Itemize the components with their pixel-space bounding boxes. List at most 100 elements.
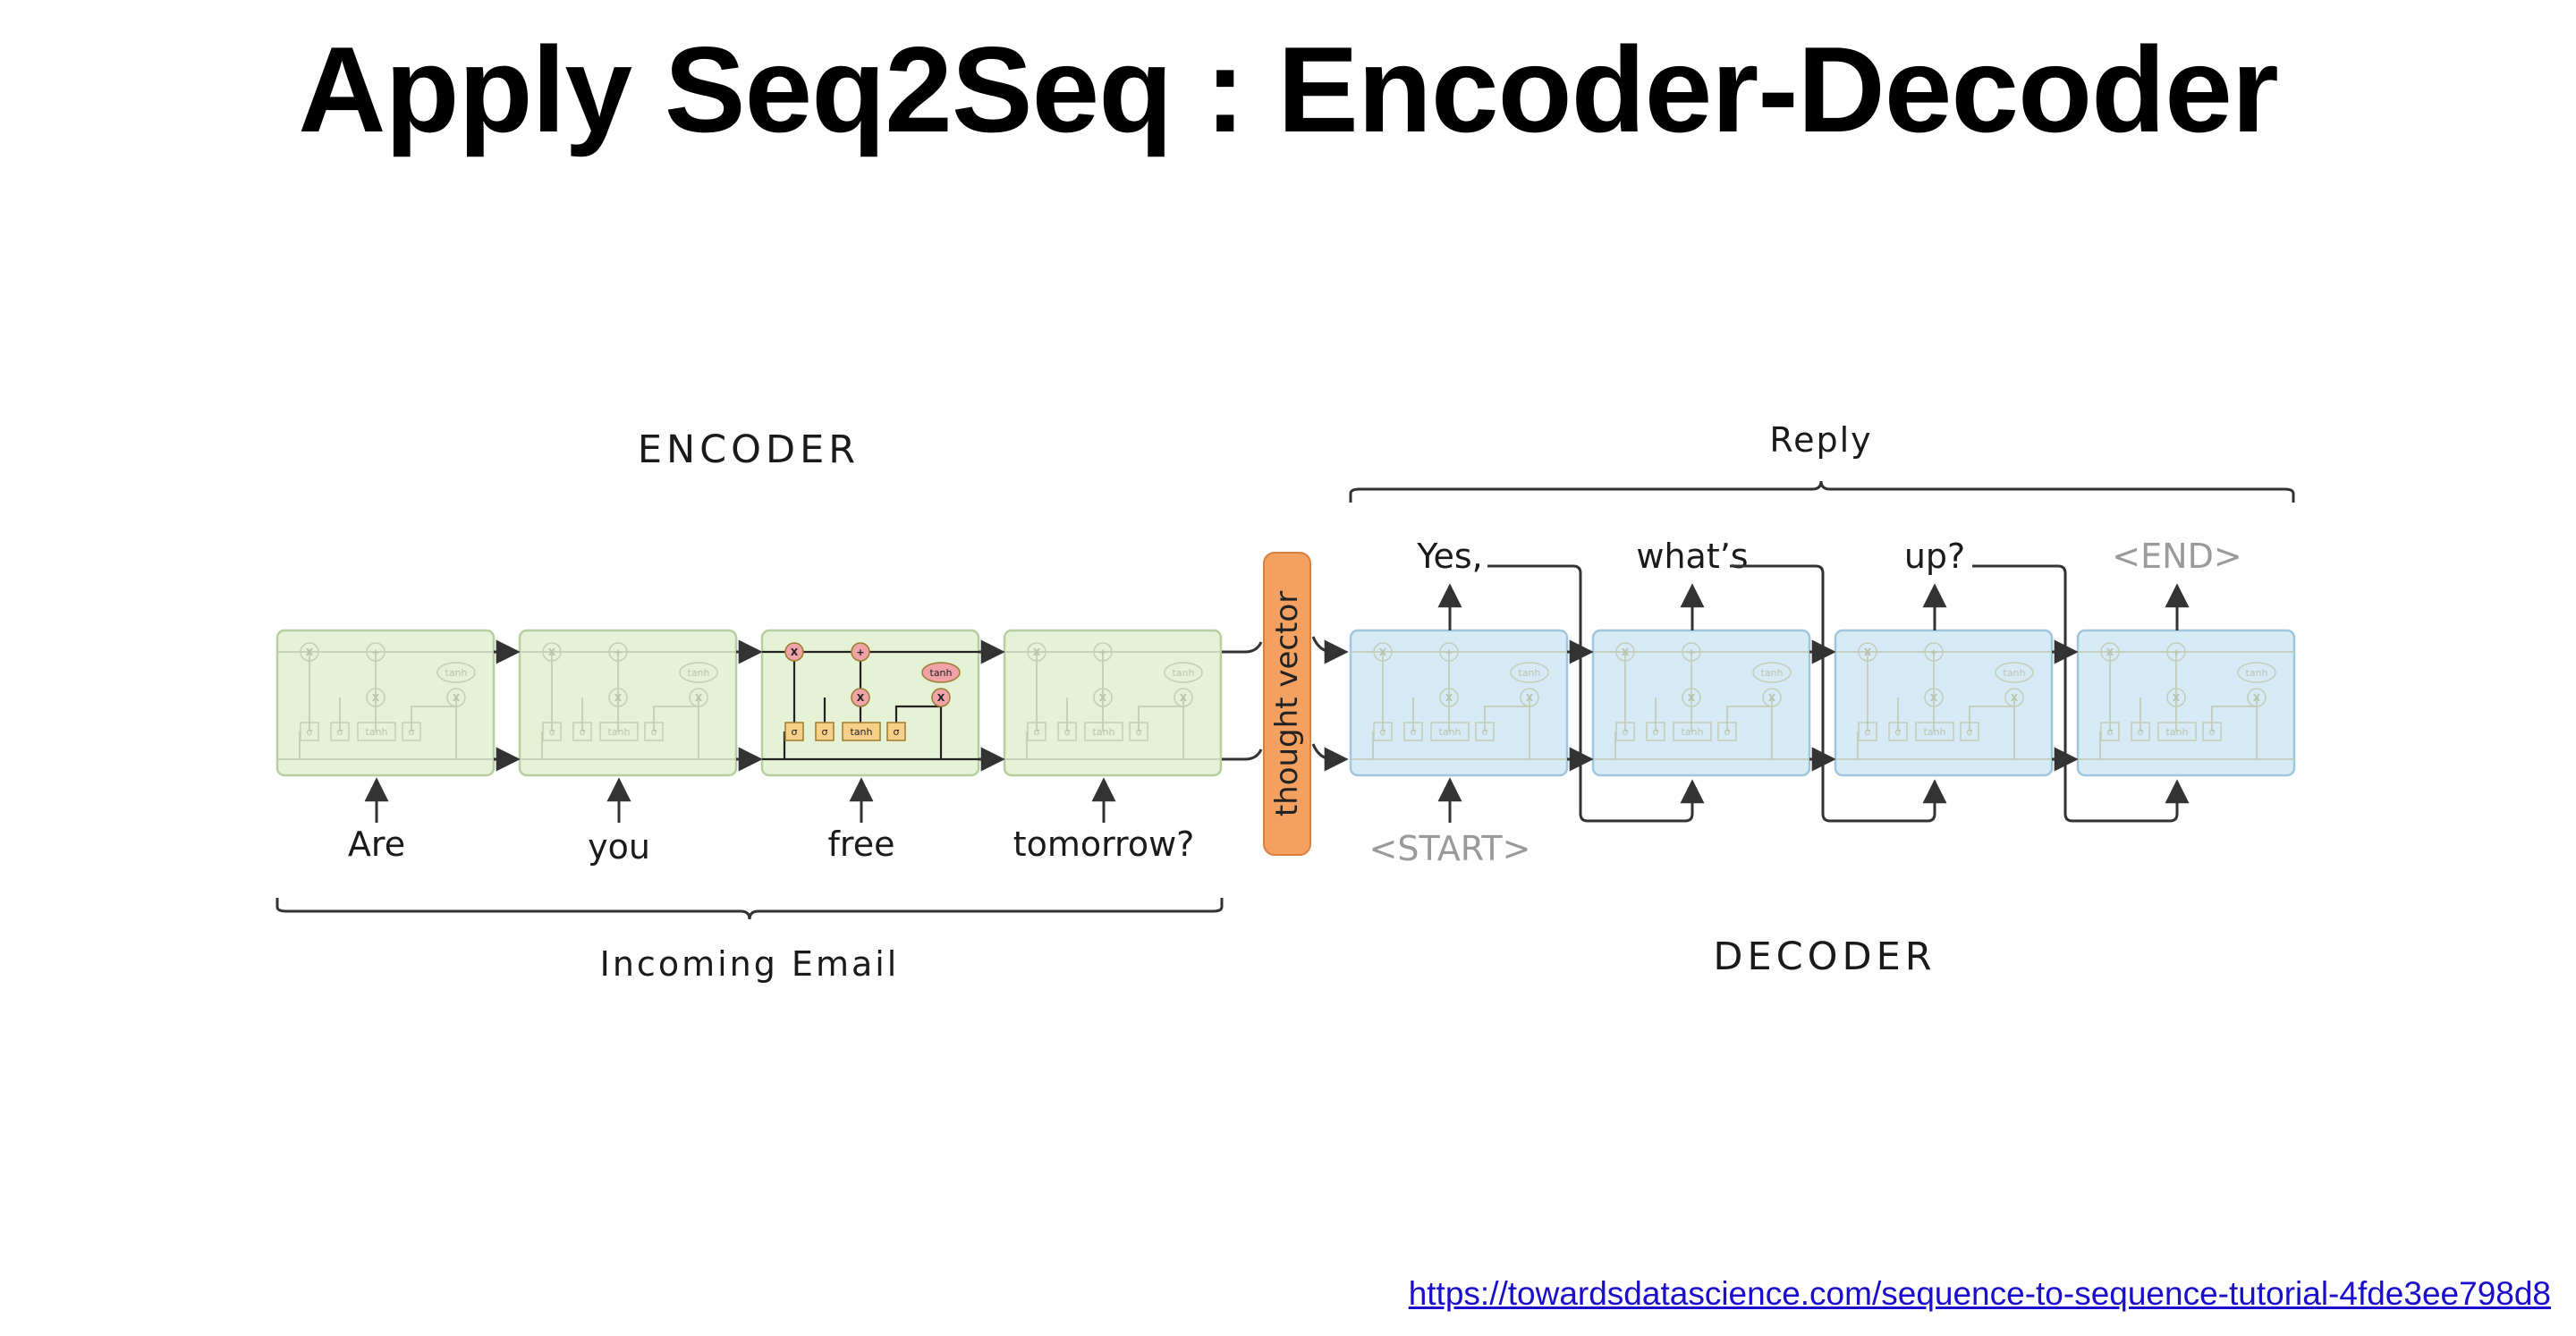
- output-gate-box: [1129, 722, 1148, 741]
- output-gate-label: σ: [1136, 726, 1142, 738]
- input-mult-op-circle: [851, 688, 870, 707]
- tanh-op-ellipse: [921, 662, 961, 683]
- tanh-op-label: tanh: [1519, 667, 1541, 679]
- forget-gate-label: σ: [1623, 726, 1629, 738]
- forget-gate-label: σ: [1034, 726, 1040, 738]
- forget-mult-op-label: X: [1864, 647, 1872, 658]
- tanh-op-label: tanh: [445, 667, 468, 679]
- input-gate-label: σ: [1411, 726, 1417, 738]
- output-mult-op-circle: [446, 688, 466, 707]
- input-gate-box: [1888, 722, 1908, 741]
- forget-mult-op-label: X: [1033, 647, 1041, 658]
- output-mult-op-circle: [931, 688, 951, 707]
- candidate-gate-label: tanh: [608, 726, 631, 738]
- input-mult-op-label: X: [1688, 692, 1696, 704]
- decoder-heading: DECODER: [1713, 934, 1936, 979]
- output-gate-box: [2202, 722, 2222, 741]
- add-op-label: +: [1929, 647, 1937, 658]
- output-mult-op-label: X: [1768, 692, 1776, 704]
- forget-gate-box: [1858, 722, 1877, 741]
- input-mult-op-circle: [1439, 688, 1459, 707]
- forget-gate-label: σ: [549, 726, 555, 738]
- output-gate-label: σ: [1482, 726, 1488, 738]
- decoder-output-word: <END>: [2112, 537, 2241, 576]
- decoder-output-word: what’s: [1636, 537, 1748, 576]
- forget-mult-op-label: X: [791, 647, 799, 658]
- add-op-circle: [1682, 642, 1701, 662]
- source-link[interactable]: https://towardsdatascience.com/sequence-…: [1408, 1275, 2551, 1312]
- input-gate-label: σ: [1064, 726, 1071, 738]
- output-mult-op-label: X: [1526, 692, 1534, 704]
- forget-gate-label: σ: [307, 726, 313, 738]
- forget-gate-box: [1027, 722, 1046, 741]
- input-gate-label: σ: [337, 726, 343, 738]
- forget-mult-op-circle: [300, 642, 319, 662]
- output-mult-op-label: X: [937, 692, 945, 704]
- tanh-op-label: tanh: [930, 667, 953, 679]
- add-op-label: +: [614, 647, 622, 658]
- output-gate-label: σ: [1724, 726, 1731, 738]
- tanh-op-label: tanh: [688, 667, 710, 679]
- candidate-gate-label: tanh: [1093, 726, 1115, 738]
- slide-title: Apply Seq2Seq : Encoder-Decoder: [298, 21, 2279, 157]
- encoder-to-thought-top: [1222, 641, 1263, 654]
- output-mult-op-label: X: [1180, 692, 1188, 704]
- encoder-to-thought-bottom: [1222, 748, 1263, 761]
- forget-mult-op-circle: [1373, 642, 1393, 662]
- thought-to-decoder-bottom: [1311, 743, 1349, 772]
- forget-mult-op-label: X: [2106, 647, 2114, 658]
- input-gate-label: σ: [1895, 726, 1902, 738]
- output-mult-op-circle: [2247, 688, 2267, 707]
- add-op-circle: [851, 642, 870, 662]
- input-gate-box: [2131, 722, 2150, 741]
- feedback-loop-arrow: [1730, 564, 1947, 823]
- output-gate-box: [402, 722, 421, 741]
- output-gate-box: [886, 722, 906, 741]
- input-gate-box: [330, 722, 350, 741]
- candidate-gate-box: [2157, 722, 2197, 741]
- output-gate-label: σ: [651, 726, 657, 738]
- forget-mult-op-label: X: [1622, 647, 1630, 658]
- feedback-loop-arrow: [1972, 564, 2190, 823]
- input-mult-op-label: X: [372, 692, 380, 704]
- reply-label: Reply: [1769, 420, 1872, 460]
- input-gate-label: σ: [1653, 726, 1659, 738]
- input-mult-op-circle: [1924, 688, 1944, 707]
- forget-gate-box: [2100, 722, 2120, 741]
- output-mult-op-label: X: [2253, 692, 2261, 704]
- tanh-op-label: tanh: [1173, 667, 1195, 679]
- input-mult-op-label: X: [857, 692, 865, 704]
- encoder-input-word: you: [588, 827, 650, 867]
- forget-mult-op-circle: [2100, 642, 2120, 662]
- add-op-circle: [608, 642, 628, 662]
- tanh-op-ellipse: [1995, 662, 2034, 683]
- output-gate-label: σ: [409, 726, 415, 738]
- input-mult-op-circle: [1093, 688, 1113, 707]
- output-mult-op-circle: [689, 688, 708, 707]
- thought-vector-box: [1263, 552, 1311, 856]
- output-gate-label: σ: [2209, 726, 2216, 738]
- input-mult-op-circle: [2166, 688, 2186, 707]
- forget-gate-box: [784, 722, 804, 741]
- output-mult-op-circle: [2004, 688, 2024, 707]
- candidate-gate-box: [1673, 722, 1712, 741]
- add-op-label: +: [2172, 647, 2180, 658]
- incoming-email-label: Incoming Email: [600, 944, 900, 984]
- encoder-input-word: Are: [348, 824, 405, 864]
- output-gate-box: [1475, 722, 1495, 741]
- forget-gate-box: [542, 722, 562, 741]
- incoming-email-brace: [275, 898, 1224, 920]
- forget-gate-label: σ: [1865, 726, 1871, 738]
- add-op-label: +: [1687, 647, 1695, 658]
